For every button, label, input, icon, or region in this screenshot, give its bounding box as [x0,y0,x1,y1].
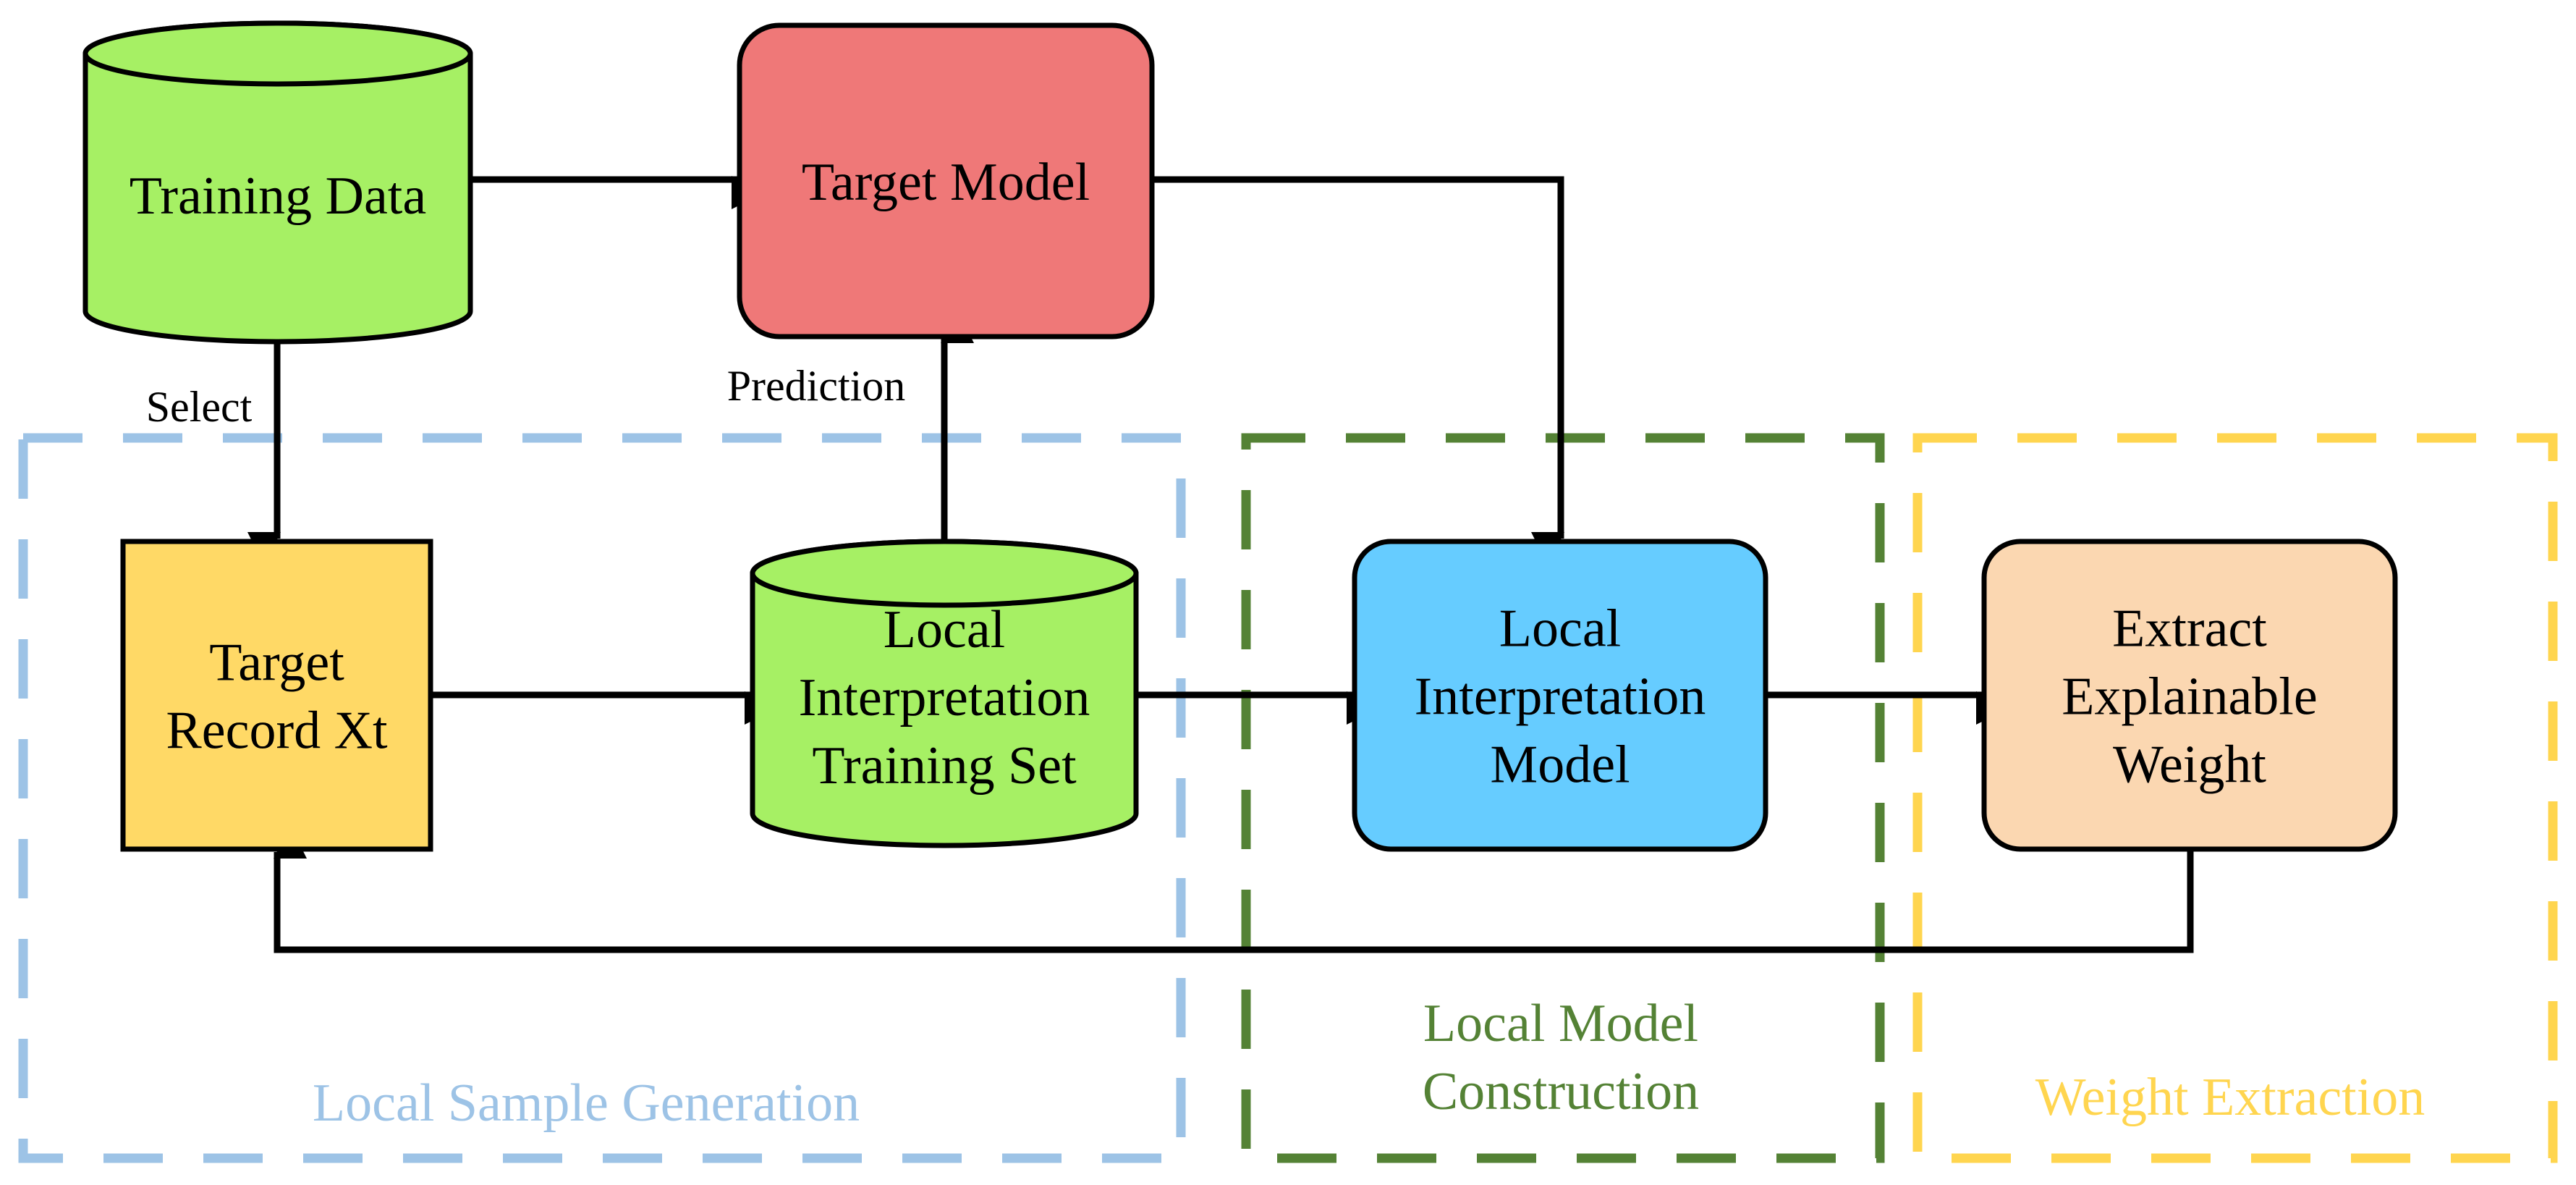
cylinder-top [750,539,1139,608]
region-label-weight-extraction: Weight Extraction [2035,1068,2425,1127]
node-label: Weight [2113,735,2266,795]
node-label: Target Model [802,153,1090,212]
node-label: Interpretation [799,668,1090,728]
edge-extract-weight-to-target-record [274,825,2194,953]
region-sample-generation [18,433,1186,1163]
node-label: Training Set [812,736,1077,796]
node-shape [120,539,433,852]
cylinder-top [82,20,473,87]
node-label: Interpretation [1415,667,1706,727]
edge-label-select: Select [146,383,253,431]
region-label-model-construction: Construction [1423,1062,1699,1121]
node-label: Local [1499,599,1621,659]
node-label: Local [884,600,1005,659]
region-weight-extraction [1912,433,2558,1163]
node-label: Record Xt [166,701,388,761]
node-target-model: Target Model [737,22,1155,340]
node-label: Extract [2112,599,2267,659]
node-label: Model [1490,735,1630,795]
node-label: Training Data [130,166,426,226]
node-shape [1352,539,1768,852]
node-training-data: Training Data [82,20,473,345]
node-label: Target [209,633,344,693]
node-label: Explainable [2062,667,2317,727]
node-shape [1981,539,2398,852]
region-label-model-construction: Local Model [1423,994,1698,1053]
edge-label-prediction: Prediction [727,362,906,410]
node-shape [737,22,1155,340]
region-label-sample-generation: Local Sample Generation [313,1074,860,1133]
edge-target-model-to-local-model [1152,176,1564,565]
